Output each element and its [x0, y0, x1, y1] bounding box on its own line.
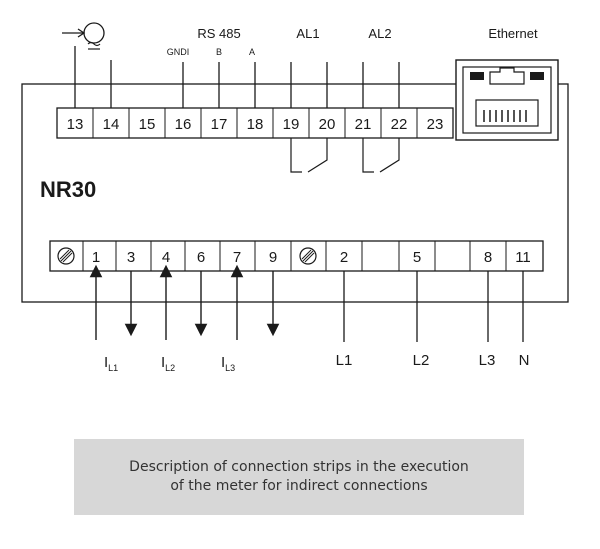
terminal-19: 19: [283, 116, 300, 133]
current-label-l2: IL2: [161, 354, 175, 373]
voltage-label-l3: L3: [479, 352, 496, 369]
terminal-11: 11: [515, 249, 531, 266]
device-model: NR30: [40, 177, 96, 202]
rs485-pin-gndi: GNDI: [167, 47, 190, 57]
terminal-17: 17: [211, 116, 228, 133]
terminal-20: 20: [319, 116, 336, 133]
terminal-8: 8: [484, 249, 492, 266]
terminal-6: 6: [197, 249, 205, 266]
screw-icon: [299, 247, 317, 265]
terminal-18: 18: [247, 116, 264, 133]
ac-tilde-icon: [87, 41, 101, 47]
al2-label: AL2: [368, 26, 391, 41]
voltage-label-l2: L2: [413, 352, 430, 369]
terminal-7: 7: [233, 249, 241, 266]
rs485-pin-b: B: [216, 47, 222, 57]
top-wires: [74, 46, 400, 108]
ethernet-label: Ethernet: [488, 26, 538, 41]
top-terminal-strip: 13 14 15 16 17 18 19 20 21 22 23: [56, 107, 454, 139]
current-input-wires: [89, 264, 280, 340]
rs485-label: RS 485: [197, 26, 240, 41]
terminal-5: 5: [413, 249, 421, 266]
voltage-label-n: N: [519, 352, 530, 369]
power-supply-symbol: [62, 22, 105, 50]
terminal-13: 13: [67, 116, 84, 133]
ethernet-port-icon: [455, 59, 559, 141]
terminal-15: 15: [139, 116, 156, 133]
terminal-2: 2: [340, 249, 348, 266]
terminal-9: 9: [269, 249, 277, 266]
terminal-14: 14: [103, 116, 120, 133]
terminal-23: 23: [427, 116, 444, 133]
voltage-label-l1: L1: [336, 352, 353, 369]
device-housing: [21, 83, 569, 303]
alarm-relay-contacts: [290, 138, 400, 173]
terminal-1: 1: [92, 249, 100, 266]
current-label-l3: IL3: [221, 354, 235, 373]
caption-box: Description of connection strips in the …: [74, 439, 524, 515]
terminal-4: 4: [162, 249, 170, 266]
rs485-pin-a: A: [249, 47, 255, 57]
current-label-l1: IL1: [104, 354, 118, 373]
terminal-22: 22: [391, 116, 408, 133]
terminal-16: 16: [175, 116, 192, 133]
bottom-terminal-strip: 1 3 4 6 7 9 2 5 8 11: [49, 240, 544, 272]
supply-circle-icon: [83, 22, 105, 44]
terminal-3: 3: [127, 249, 135, 266]
voltage-input-wires: [343, 271, 524, 342]
screw-icon: [57, 247, 75, 265]
caption-line-1: Description of connection strips in the …: [129, 459, 469, 475]
caption-line-2: of the meter for indirect connections: [170, 478, 428, 494]
terminal-21: 21: [355, 116, 372, 133]
al1-label: AL1: [296, 26, 319, 41]
